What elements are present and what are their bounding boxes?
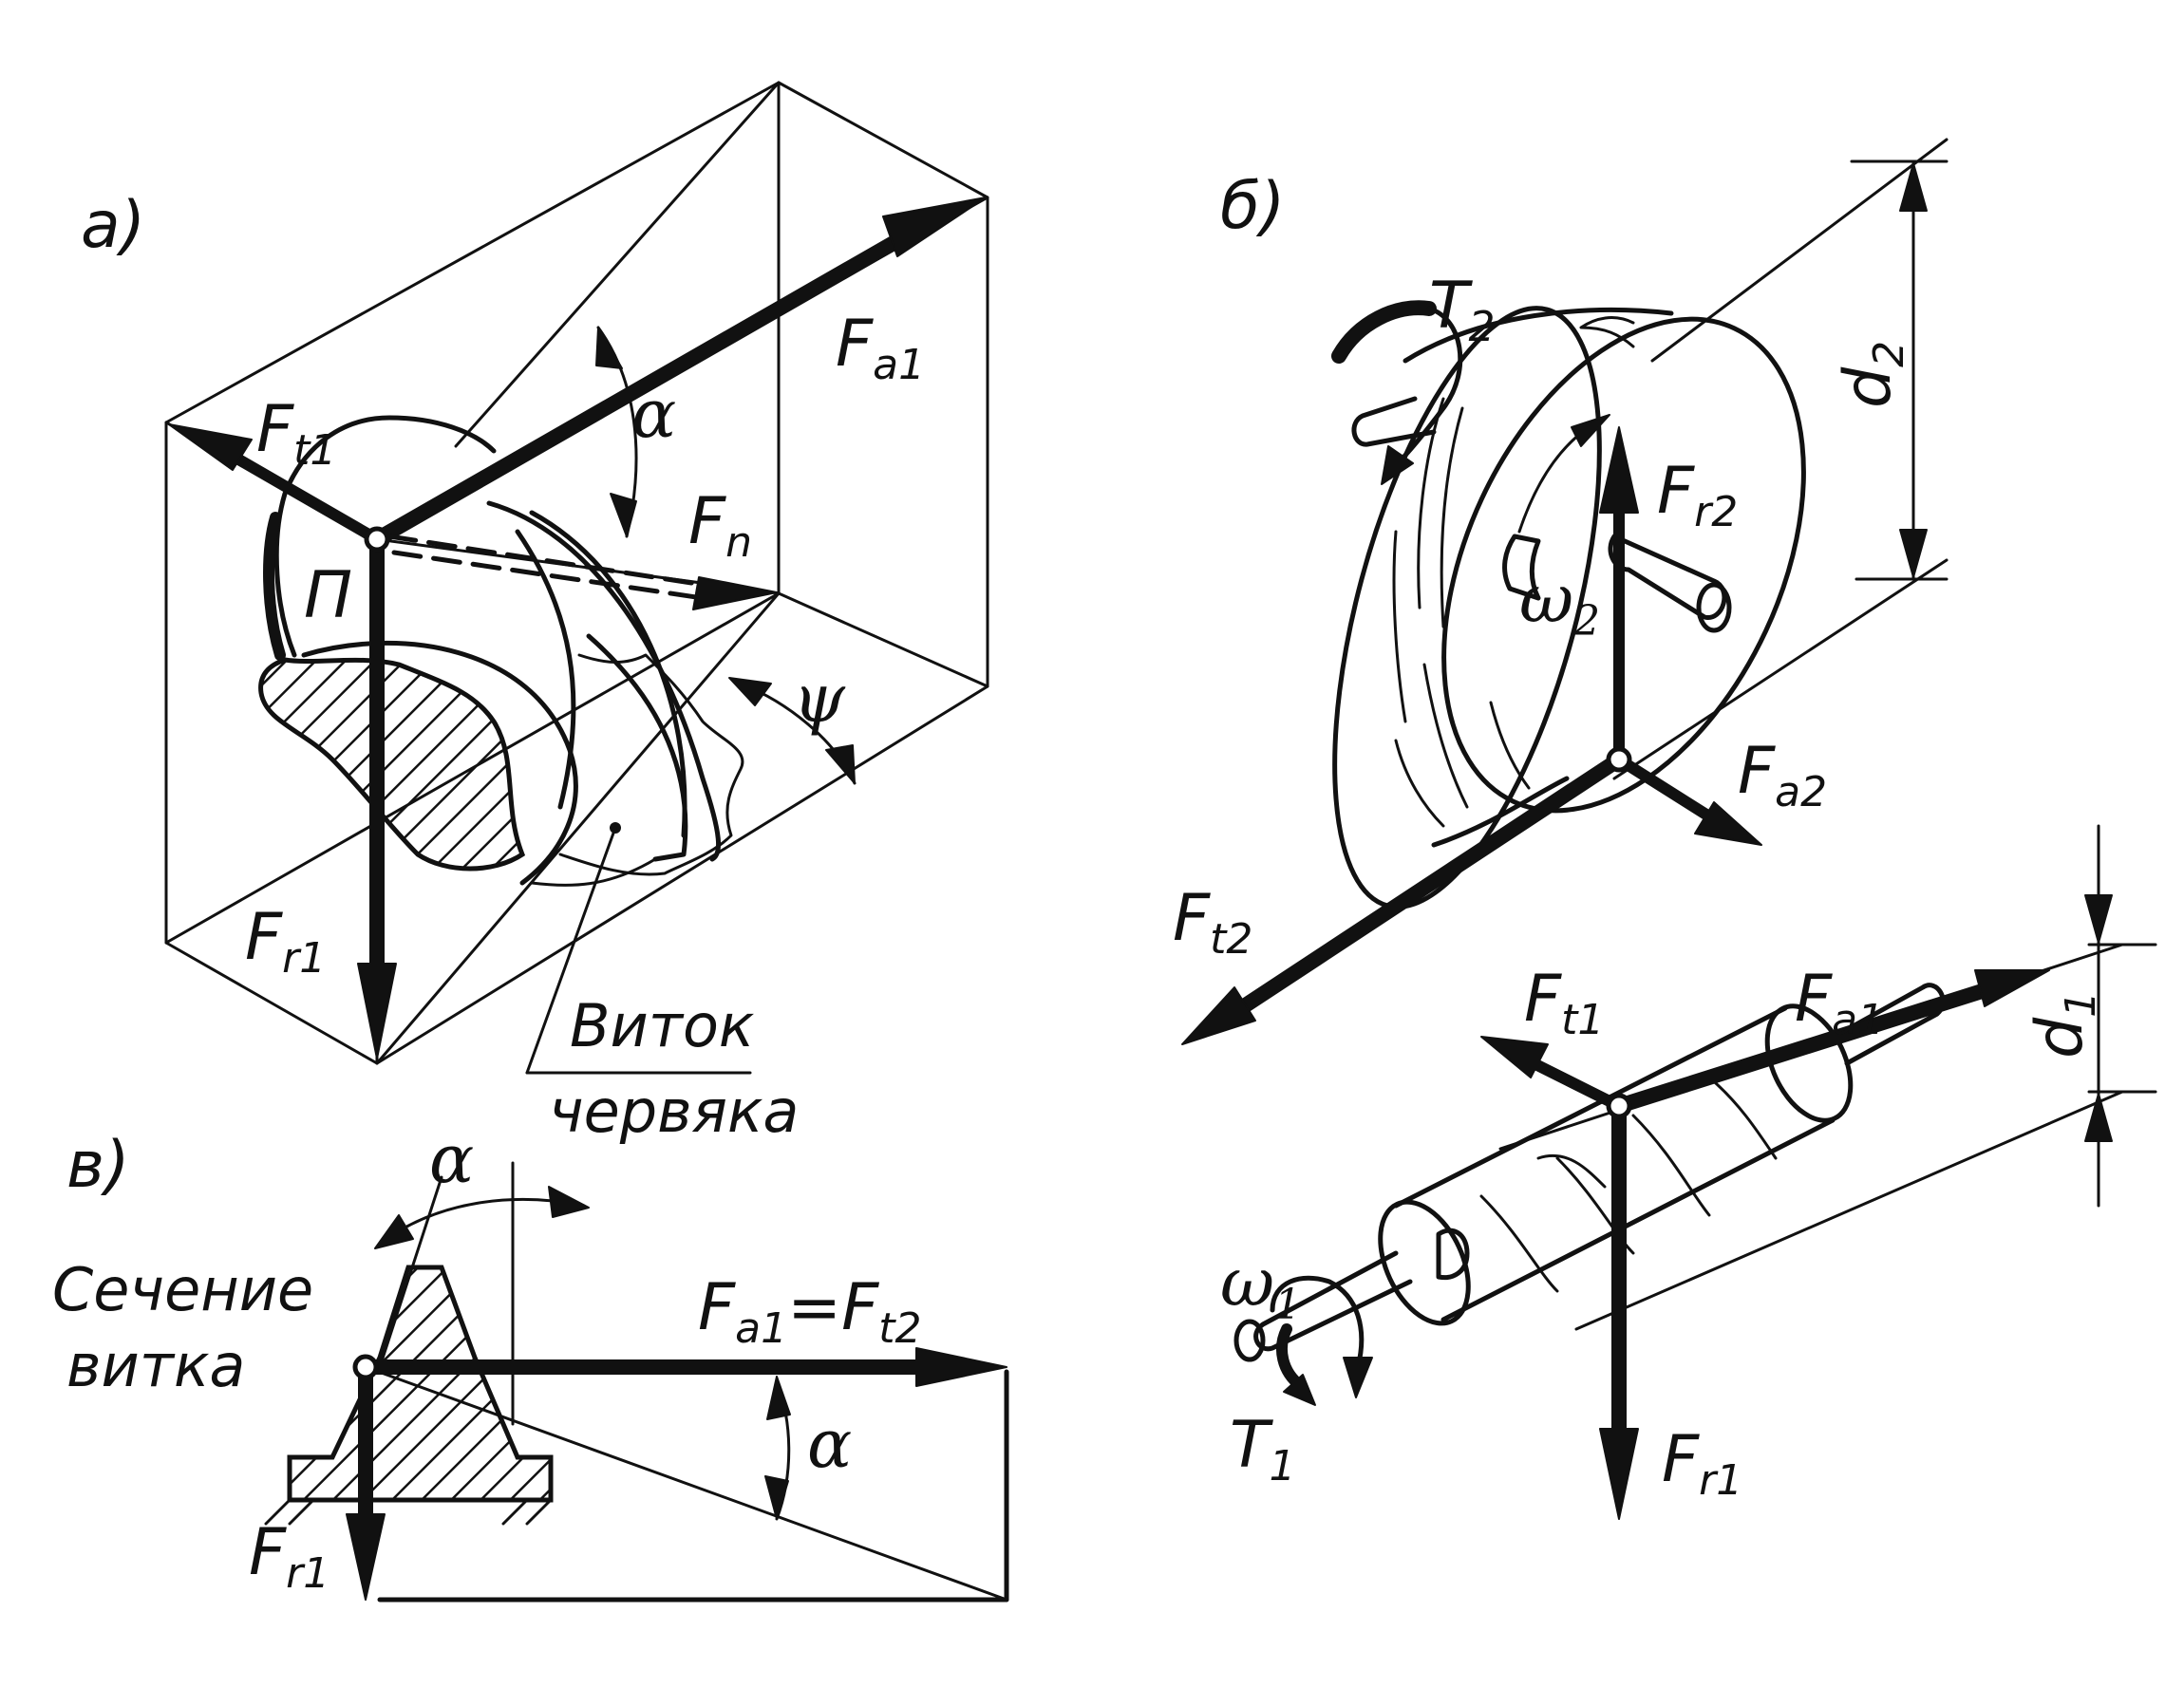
panel-b-Ft1-arrow: [1528, 1058, 1625, 1112]
panel-a-worm-thread: [258, 500, 752, 1075]
panel-c-alpha-top-label: α: [429, 1120, 474, 1198]
panel-c-Fr1-arrowhead: [346, 1513, 386, 1601]
panel-b-worm-node: [1606, 1093, 1632, 1119]
panel-c: в) Сечение витка α α Fa1=Ft2: [52, 1120, 1009, 1603]
panel-a-Fn-label: Fn: [688, 484, 752, 567]
panel-b-Fr1-arrowhead: [1599, 1428, 1639, 1520]
panel-c-equation: Fa1=Ft2: [698, 1270, 921, 1353]
panel-a-Fa1-arrowhead: [882, 197, 987, 257]
panel-c-tag: в): [66, 1128, 130, 1203]
panel-b-Fa2-label: Fa2: [1738, 734, 1827, 816]
panel-a-Fn-arrow-second: [391, 550, 706, 601]
panel-a-alpha-label: α: [631, 375, 676, 453]
panel-b-w2-label: ω2: [1519, 560, 1600, 646]
panel-b-w1-label: ω1: [1220, 1244, 1301, 1329]
panel-a-origin-point: [364, 526, 390, 553]
panel-b-Fr2-arrowhead: [1599, 426, 1639, 514]
panel-b: б) d2 T2: [1173, 138, 2157, 1520]
panel-b-Ft2-arrow: [1236, 752, 1627, 1014]
panel-a-note-line2: червяка: [549, 1077, 799, 1146]
panel-c-alpha-top-arrow-left: [374, 1214, 414, 1249]
panel-b-Ft1-label: Ft1: [1524, 962, 1604, 1044]
panel-a-rotation-arc: [263, 415, 497, 661]
panel-c-Fr1-label: Fr1: [249, 1515, 329, 1598]
panel-a-Fr1-label: Fr1: [245, 900, 326, 983]
panel-a-note-line1: Виток: [570, 991, 755, 1060]
panel-b-T2-arrowhead: [1381, 445, 1414, 485]
panel-a-Fn-arrow: [386, 534, 744, 593]
panel-c-Fa1-arrowhead: [915, 1347, 1007, 1387]
panel-b-Fr2-label: Fr2: [1657, 454, 1738, 536]
panel-b-Ft2-arrowhead: [1181, 986, 1256, 1045]
panel-b-Fa1-label: Fa1: [1795, 962, 1884, 1044]
panel-a-Fn-arrowhead: [692, 576, 778, 610]
panel-b-Fa1-arrowhead: [1974, 969, 2050, 1007]
panel-a-psi-arrow-start: [728, 677, 772, 706]
panel-c-alpha-top-arrow: [548, 1186, 590, 1218]
panel-b-Fr1-label: Fr1: [1662, 1422, 1742, 1505]
panel-c-origin-point: [352, 1354, 379, 1380]
panel-a-Fa1-label: Fa1: [836, 307, 925, 389]
panel-b-T2-label: T2: [1429, 269, 1496, 351]
panel-b-Fa2-arrow: [1613, 754, 1715, 822]
panel-a-P-label: П: [304, 558, 352, 633]
panel-a-psi-label: ψ: [793, 660, 846, 738]
panel-b-w1-arrowhead: [1343, 1357, 1373, 1398]
panel-b-T1-arrowhead: [1283, 1374, 1316, 1406]
panel-b-w1-arc: [1270, 1275, 1365, 1370]
panel-b-axis-bottom: [1612, 558, 1949, 780]
panel-b-wheel-node: [1606, 746, 1632, 773]
panel-b-Ft2-label: Ft2: [1173, 881, 1252, 964]
panel-c-section-line2: витка: [66, 1331, 245, 1400]
panel-c-alpha-right-arrow-top: [766, 1376, 791, 1420]
panel-b-T2-arc-tail: [1393, 306, 1463, 468]
panel-b-worm: d1: [1233, 824, 2157, 1362]
panel-b-d2-label: d2: [1831, 341, 1913, 408]
panel-a-tag: а): [81, 188, 145, 263]
panel-b-worm-wheel: [1332, 306, 1806, 909]
panel-c-alpha-ref-line: [378, 1175, 443, 1369]
panel-c-inclined-line: [364, 1365, 1008, 1602]
panel-a-Fa1-arrow: [369, 225, 919, 547]
panel-b-T1-label: T1: [1230, 1408, 1296, 1490]
panel-b-d1-label: d1: [2023, 991, 2105, 1059]
panel-b-Fa2-arrowhead: [1694, 801, 1762, 846]
panel-a: а): [81, 81, 989, 1146]
panel-b-tag: б): [1220, 169, 1285, 244]
panel-b-axis-top: [1650, 138, 1949, 363]
panel-a-Ft1-label: Ft1: [256, 392, 336, 475]
panel-a-Ft1-arrowhead: [168, 423, 253, 471]
panel-a-Ft1-arrow: [230, 452, 383, 545]
panel-a-Fr1-arrowhead: [357, 963, 397, 1059]
panel-a-alpha-arrow-bottom: [610, 493, 637, 537]
panel-a-alpha-arrow-top: [595, 327, 623, 369]
panel-c-alpha-right-arrow-bottom: [764, 1475, 789, 1520]
panel-b-T2-arc: [1331, 300, 1437, 364]
panel-a-box: [164, 81, 989, 1065]
panel-c-section-line1: Сечение: [52, 1255, 313, 1324]
panel-a-psi-arrow: [825, 744, 856, 784]
panel-b-Fa1-arrow: [1611, 980, 2002, 1114]
panel-c-alpha-right-label: α: [807, 1405, 852, 1483]
panel-b-w2-arrowhead: [1571, 414, 1610, 447]
panel-b-Ft1-arrowhead: [1480, 1036, 1549, 1078]
